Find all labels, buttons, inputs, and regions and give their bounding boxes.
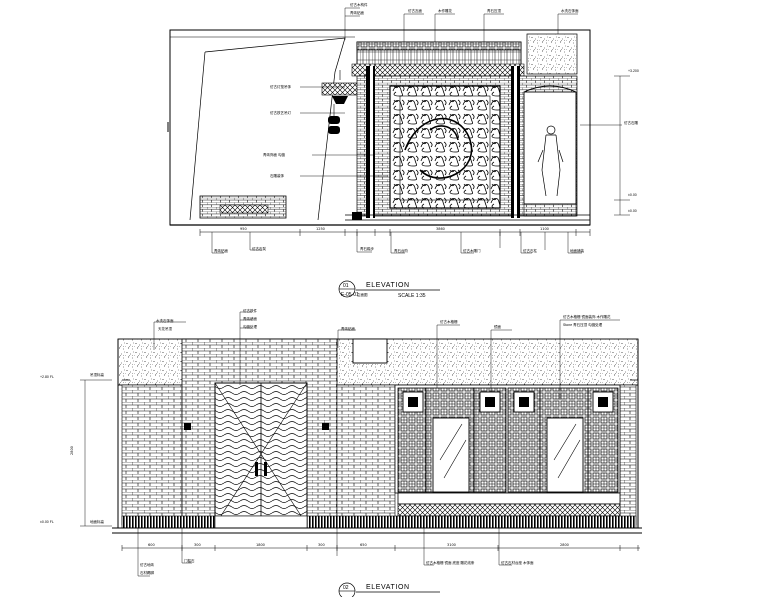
- svg-text:青石踏步: 青石踏步: [360, 246, 374, 251]
- svg-text:仿古地砖: 仿古地砖: [140, 562, 154, 567]
- svg-text:天花吊顶: 天花吊顶: [158, 326, 172, 331]
- svg-text:青砖贴面: 青砖贴面: [214, 248, 228, 253]
- svg-text:青砖贴面: 青砖贴面: [350, 10, 364, 15]
- svg-text:+3.200: +3.200: [628, 69, 639, 73]
- svg-text:石雕装饰: 石雕装饰: [270, 173, 284, 178]
- svg-text:仿古木格栅 镜面 底座 雕花线条: 仿古木格栅 镜面 底座 雕花线条: [426, 560, 475, 565]
- elevation-02: +2.80 FL 吊顶标高 ±0.00 FL 地面标高 2800 水洗石饰面天花吊顶…: [40, 308, 642, 597]
- svg-text:仿古铁件: 仿古铁件: [243, 308, 257, 313]
- svg-text:青石压顶: 青石压顶: [487, 8, 501, 13]
- svg-text:地面标高: 地面标高: [90, 519, 104, 524]
- svg-text:木作雕花: 木作雕花: [438, 8, 452, 13]
- svg-text:门槛石: 门槛石: [184, 558, 195, 563]
- drawing-title-02: 02 ELEVATION: [338, 582, 440, 597]
- sheet-ref-01: E-05-01: [341, 292, 359, 298]
- svg-text:3860: 3860: [436, 227, 445, 231]
- svg-text:300: 300: [194, 543, 201, 547]
- drawing-title-01: 01 E-05-01 立面图 ELEVATION SCALE 1:35: [338, 280, 440, 299]
- title-01: ELEVATION: [366, 282, 410, 289]
- svg-text:±0.00: ±0.00: [628, 209, 637, 213]
- svg-text:青砖贴面: 青砖贴面: [341, 326, 355, 331]
- svg-text:镜面: 镜面: [494, 324, 502, 329]
- drawing-number-01: 01: [343, 283, 349, 289]
- svg-text:1800: 1800: [256, 543, 265, 547]
- svg-text:仿古铁艺吊灯: 仿古铁艺吊灯: [270, 110, 291, 115]
- svg-text:水洗石饰面: 水洗石饰面: [156, 318, 174, 323]
- statue-figure: [537, 125, 564, 197]
- svg-text:950: 950: [240, 227, 247, 231]
- svg-text:仿古木格栅 镜面装饰 木作雕花: 仿古木格栅 镜面装饰 木作雕花: [563, 314, 611, 319]
- svg-text:600: 600: [148, 543, 155, 547]
- svg-text:水洗石饰面: 水洗石饰面: [561, 8, 579, 13]
- svg-text:青石台阶: 青石台阶: [394, 248, 408, 253]
- svg-text:仿古石柱: 仿古石柱: [523, 248, 537, 253]
- svg-text:仿古木格栅: 仿古木格栅: [440, 319, 458, 324]
- svg-text:Stone 青石压顶 勾缝处理: Stone 青石压顶 勾缝处理: [563, 322, 603, 327]
- svg-text:1250: 1250: [316, 227, 325, 231]
- svg-text:+2.80 FL: +2.80 FL: [40, 375, 54, 379]
- svg-text:仿古灯笼吊饰: 仿古灯笼吊饰: [270, 84, 291, 89]
- svg-text:仿古瓦面: 仿古瓦面: [408, 8, 422, 13]
- leader-lines-top: [344, 7, 578, 42]
- glass-door: [214, 382, 308, 526]
- svg-text:±0.00 FL: ±0.00 FL: [40, 520, 54, 524]
- svg-text:±0.00: ±0.00: [628, 193, 637, 197]
- lantern-decoration: [321, 70, 361, 134]
- svg-text:300: 300: [318, 543, 325, 547]
- svg-text:吊顶标高: 吊顶标高: [90, 372, 104, 377]
- svg-text:1100: 1100: [540, 227, 549, 231]
- svg-text:地面铺装: 地面铺装: [570, 248, 584, 253]
- svg-text:仿古木雕门: 仿古木雕门: [463, 248, 481, 253]
- svg-text:石材踢脚: 石材踢脚: [140, 570, 154, 575]
- svg-text:2800: 2800: [70, 446, 74, 455]
- stone-bench: [199, 195, 287, 219]
- svg-text:2800: 2800: [560, 543, 569, 547]
- drawing-number-02: 02: [343, 585, 349, 591]
- svg-text:仿古石雕: 仿古石雕: [624, 120, 638, 125]
- title-02: ELEVATION: [366, 584, 410, 591]
- scale-01: SCALE 1:35: [398, 293, 426, 299]
- svg-text:3100: 3100: [447, 543, 456, 547]
- lattice-screen-panels: [394, 384, 621, 517]
- svg-text:青砖墙面: 青砖墙面: [243, 316, 257, 321]
- svg-text:仿古石材台座 木饰面: 仿古石材台座 木饰面: [501, 560, 534, 565]
- svg-text:青砖饰面 勾缝: 青砖饰面 勾缝: [263, 152, 285, 157]
- gate-structure: [345, 33, 590, 221]
- svg-text:650: 650: [360, 543, 367, 547]
- svg-text:勾缝处理: 勾缝处理: [243, 324, 257, 329]
- leader-lines-top-02: [153, 311, 620, 400]
- view-name-01: 立面图: [357, 292, 368, 297]
- svg-text:仿古石凳: 仿古石凳: [252, 246, 266, 251]
- svg-text:仿古木构件: 仿古木构件: [350, 2, 368, 7]
